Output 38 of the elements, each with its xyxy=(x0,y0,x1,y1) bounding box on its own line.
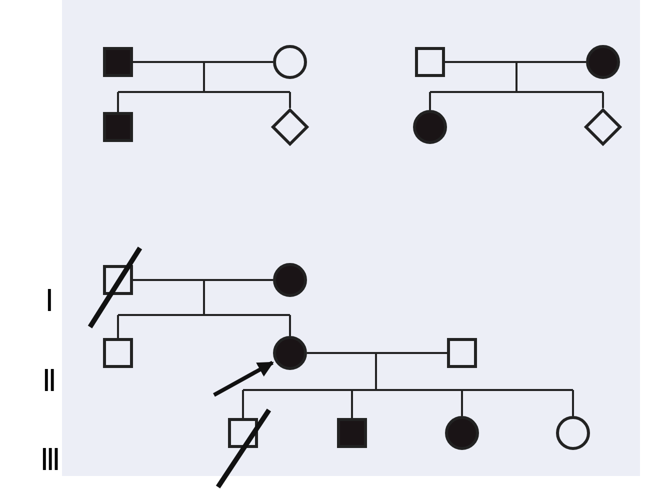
descent-line xyxy=(203,280,205,315)
unaffected-female-symbol xyxy=(272,44,308,80)
unaffected-female-symbol xyxy=(555,415,591,451)
unaffected-male-symbol xyxy=(227,417,259,449)
mating-line xyxy=(445,61,586,63)
unaffected-male-symbol xyxy=(446,337,478,369)
generation-label: Ⅲ xyxy=(40,446,61,476)
unaffected-male-symbol xyxy=(414,46,446,78)
unaffected-male-symbol xyxy=(102,337,134,369)
child-line xyxy=(117,92,119,112)
child-line xyxy=(429,92,431,110)
child-line xyxy=(242,390,244,418)
child-line xyxy=(289,315,291,336)
unaffected-sex-unspecified-symbol xyxy=(270,107,310,147)
unaffected-sex-unspecified-symbol xyxy=(583,107,623,147)
child-line xyxy=(602,92,604,108)
sibship-line xyxy=(243,389,573,391)
affected-male-symbol xyxy=(102,111,134,143)
sibship-line xyxy=(118,314,290,316)
child-line xyxy=(117,315,119,338)
child-line xyxy=(289,92,291,108)
generation-label: Ⅰ xyxy=(45,287,54,317)
affected-male-symbol xyxy=(102,46,134,78)
mating-line xyxy=(133,61,273,63)
sibship-line xyxy=(430,91,603,93)
child-line xyxy=(461,390,463,416)
child-line xyxy=(572,390,574,416)
descent-line xyxy=(375,353,377,390)
descent-line xyxy=(516,62,518,92)
proband-arrow xyxy=(213,360,274,397)
mating-line xyxy=(307,352,447,354)
child-line xyxy=(351,390,353,418)
unaffected-male-symbol xyxy=(102,264,134,296)
descent-line xyxy=(203,62,205,92)
mating-line xyxy=(133,279,273,281)
generation-label: Ⅱ xyxy=(42,367,57,397)
sibship-line xyxy=(118,91,290,93)
affected-male-symbol xyxy=(336,417,368,449)
